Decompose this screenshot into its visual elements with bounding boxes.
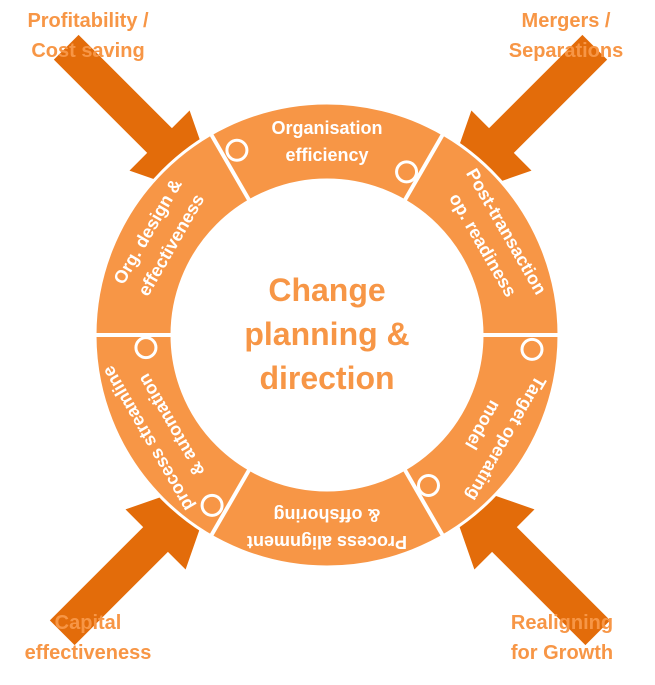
center-title-line-3: direction [259,360,394,396]
ring-divider [208,131,253,204]
driver-top-left-line-2: Cost saving [31,40,145,62]
segment-process-alignment-offshoring: Process alignment & offshoring [247,505,407,552]
puzzle-knob [520,337,544,361]
segment-label-line: efficiency [285,145,368,165]
driver-top-left-line-1: Profitability / [27,10,149,32]
puzzle-knob [134,336,158,360]
driver-top-right-line-1: Mergers / [521,10,611,32]
puzzle-ring: OrganisationefficiencyPost-transactionop… [93,101,561,569]
driver-label-top-left: Profitability / Cost saving [0,6,188,66]
driver-bottom-left-line-1: Capital [54,612,122,634]
ring-divider [401,466,446,539]
ring-edge [93,101,561,569]
center-title-line-2: planning & [244,316,409,352]
segment-organisation-efficiency: Organisation efficiency [271,118,382,165]
segment-label-line: & offshoring [274,505,381,525]
driver-top-right-line-2: Separations [508,40,624,62]
center-title-line-1: Change [268,272,385,308]
segment-label-line: Process alignment [247,532,407,552]
driver-bottom-right-line-2: for Growth [510,642,614,664]
driver-bottom-right-line-1: Realigning [510,612,614,634]
puzzle-knob [416,473,440,497]
driver-bottom-left-line-2: effectiveness [24,642,152,664]
ring-divider [401,131,446,204]
puzzle-knob [395,160,419,184]
driver-label-bottom-right: Realigning for Growth [462,608,655,668]
puzzle-knob [225,138,249,162]
ring-edge [170,178,484,492]
ring-body [95,103,559,567]
segment-label-line: Organisation [271,118,382,138]
puzzle-knob [200,493,224,517]
driver-label-top-right: Mergers / Separations [466,6,655,66]
ring-divider [208,466,253,539]
driver-label-bottom-left: Capital effectiveness [0,608,188,668]
